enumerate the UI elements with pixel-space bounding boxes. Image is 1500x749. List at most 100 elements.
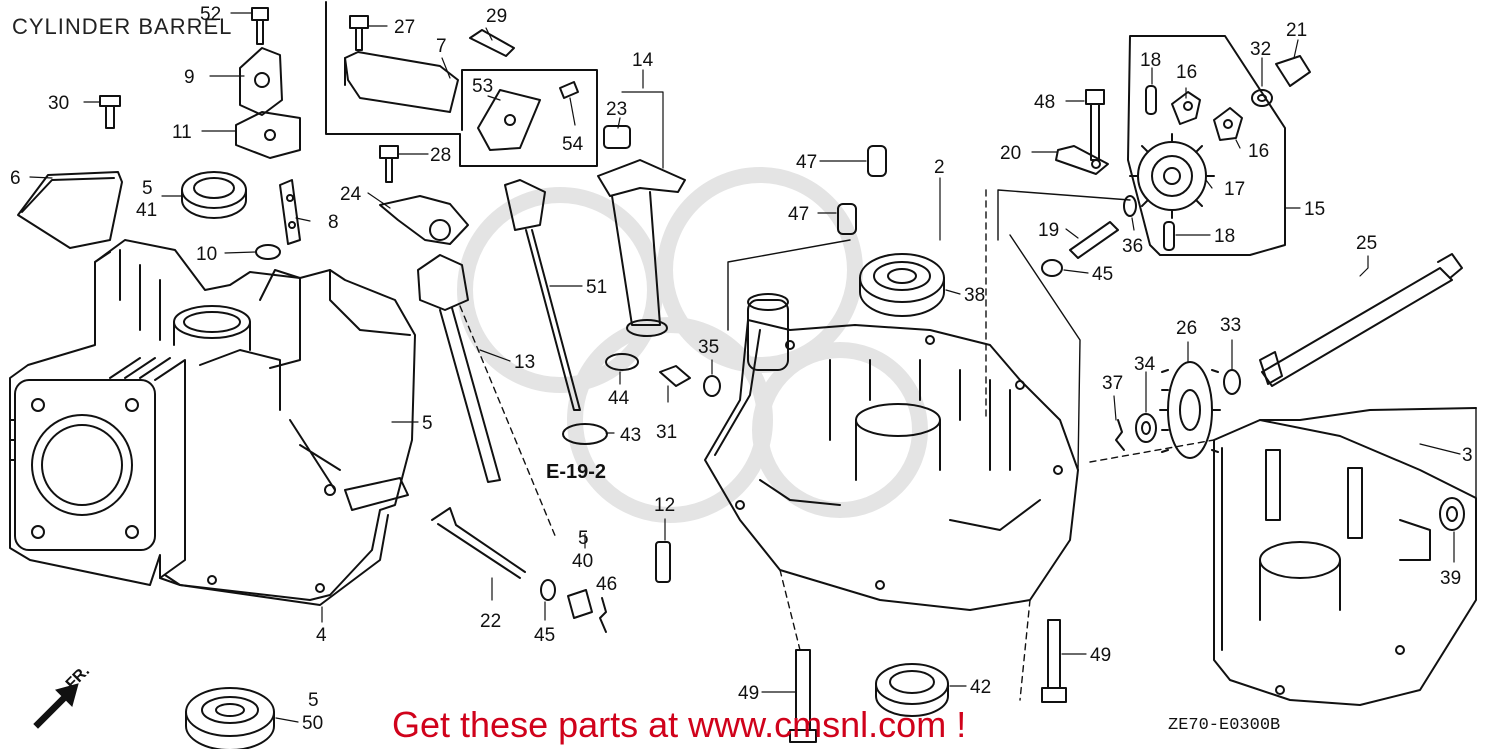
- callout-50: 50: [302, 713, 323, 734]
- callout-5a: 5: [142, 178, 153, 199]
- callout-12: 12: [654, 495, 675, 516]
- part-9-plate: [235, 47, 301, 159]
- bushing-40: [567, 589, 593, 619]
- assembly-lines: [459, 189, 1215, 701]
- callout-54: 54: [562, 134, 584, 155]
- callout-26: 26: [1176, 318, 1197, 339]
- callout-27: 27: [394, 17, 415, 38]
- callout-25: 25: [1356, 233, 1377, 254]
- callout-21: 21: [1286, 20, 1307, 41]
- callout-44: 44: [608, 388, 630, 409]
- callout-32: 32: [1250, 39, 1271, 60]
- pin-18b: [1163, 221, 1175, 251]
- callout-4: 4: [316, 625, 327, 646]
- weight-16b: [1213, 107, 1243, 141]
- bolt-52: [251, 7, 269, 45]
- bearing-38: [859, 253, 945, 317]
- bearing-50: [185, 687, 275, 749]
- bearing-42: [875, 663, 949, 717]
- callout-33: 33: [1220, 315, 1241, 336]
- callout-7: 7: [436, 36, 447, 57]
- callout-45b: 45: [1092, 264, 1113, 285]
- bolt-49a: [789, 649, 817, 743]
- callout-41: 41: [136, 200, 157, 221]
- ring-10: [255, 244, 281, 260]
- bolt-48: [1085, 89, 1105, 161]
- dipstick-13: [417, 254, 501, 483]
- washer-35: [703, 375, 721, 397]
- clip-37: [1115, 419, 1125, 451]
- part-7-bracket: [344, 51, 459, 113]
- callout-43: 43: [620, 425, 641, 446]
- oil-seal-41: [181, 171, 247, 219]
- callout-14: 14: [632, 50, 654, 71]
- group-box-7: [325, 1, 598, 167]
- plate-20: [1055, 145, 1109, 175]
- callout-16a: 16: [1176, 62, 1197, 83]
- bolt-31: [659, 365, 691, 387]
- part-callouts: 52 27 29 7 9 30 11 53 54 28 14 23 6 5 41…: [10, 4, 1473, 734]
- dipstick-51: [504, 179, 581, 411]
- callout-15: 15: [1304, 199, 1325, 220]
- callout-45a: 45: [534, 625, 555, 646]
- shaft-19: [1069, 221, 1119, 259]
- callout-6: 6: [10, 168, 21, 189]
- callout-10: 10: [196, 244, 217, 265]
- dowel-47b: [837, 203, 857, 235]
- weight-16a: [1171, 91, 1201, 125]
- callout-35: 35: [698, 337, 719, 358]
- clip-12: [655, 541, 671, 583]
- callout-31: 31: [656, 422, 677, 443]
- callout-17: 17: [1224, 179, 1245, 200]
- callout-3: 3: [1462, 445, 1473, 466]
- diagram-code: ZE70-E0300B: [1168, 716, 1281, 735]
- cylinder-barrel: [9, 239, 416, 606]
- washer-32: [1251, 89, 1273, 107]
- filler-tube-14: [597, 159, 686, 337]
- washer-45b: [1041, 259, 1063, 277]
- callout-19: 19: [1038, 220, 1059, 241]
- callout-37: 37: [1102, 373, 1123, 394]
- crankcase-cover-2: [704, 293, 1079, 611]
- bolt-27: [349, 15, 369, 51]
- callout-47a: 47: [796, 152, 817, 173]
- callout-2: 2: [934, 157, 945, 178]
- washer-34: [1135, 413, 1157, 443]
- bolt-29: [469, 29, 515, 57]
- rod-22: [431, 507, 526, 579]
- callout-48: 48: [1034, 92, 1055, 113]
- leader-lines: [29, 12, 1461, 723]
- callout-30: 30: [48, 93, 69, 114]
- callout-5b: 5: [422, 413, 433, 434]
- bolt-28: [379, 145, 399, 183]
- pin-18a: [1145, 85, 1157, 115]
- callout-9: 9: [184, 67, 195, 88]
- oil-seal-39: [1439, 497, 1465, 531]
- callout-34: 34: [1134, 354, 1156, 375]
- callout-24: 24: [340, 184, 362, 205]
- washer-33: [1223, 369, 1241, 395]
- part-53-bracket: [477, 89, 541, 151]
- callout-38: 38: [964, 285, 985, 306]
- callout-11: 11: [172, 122, 192, 143]
- shaft-25: [1259, 253, 1463, 387]
- callout-5c: 5: [578, 528, 589, 549]
- bolt-54: [559, 81, 579, 99]
- outline-lines: [727, 189, 1477, 561]
- group-box-15: [1127, 35, 1286, 256]
- promo-banner[interactable]: Get these parts at www.cmsnl.com !: [392, 704, 967, 745]
- callout-40: 40: [572, 551, 593, 572]
- callout-18a: 18: [1140, 50, 1161, 71]
- callout-5d: 5: [308, 690, 319, 711]
- gasket-43: [562, 423, 608, 445]
- watermark-logo: [457, 167, 928, 523]
- part-6-cover: [17, 171, 123, 249]
- callout-22: 22: [480, 611, 501, 632]
- callout-29: 29: [486, 6, 507, 27]
- callout-8: 8: [328, 212, 339, 233]
- gear-17: [1129, 133, 1215, 219]
- diagram-title: CYLINDER BARREL: [12, 14, 233, 39]
- callout-42: 42: [970, 677, 991, 698]
